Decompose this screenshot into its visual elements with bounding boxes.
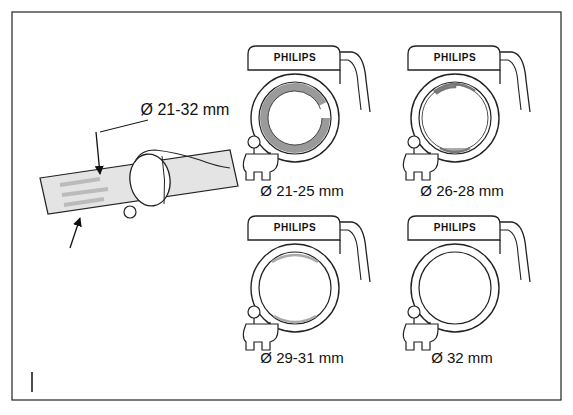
brand-name: PHILIPS xyxy=(433,222,477,233)
brand-name: PHILIPS xyxy=(273,222,317,233)
dimension-arrows xyxy=(70,120,148,248)
dimension-label: Ø 29-31 mm xyxy=(260,350,343,367)
dimension-label: Ø 32 mm xyxy=(431,350,493,367)
clamp-26-28 xyxy=(403,46,530,180)
dimension-label: Ø 21-32 mm xyxy=(139,101,232,119)
clamp-32 xyxy=(403,216,530,350)
brand-name: PHILIPS xyxy=(273,52,317,63)
handlebar-tube xyxy=(40,150,238,218)
clamp-21-25 xyxy=(243,46,370,180)
dimension-label: Ø 21-25 mm xyxy=(260,183,343,200)
clamp-29-31 xyxy=(243,216,370,350)
brand-name: PHILIPS xyxy=(433,52,477,63)
dimension-label: Ø 26-28 mm xyxy=(420,183,503,200)
